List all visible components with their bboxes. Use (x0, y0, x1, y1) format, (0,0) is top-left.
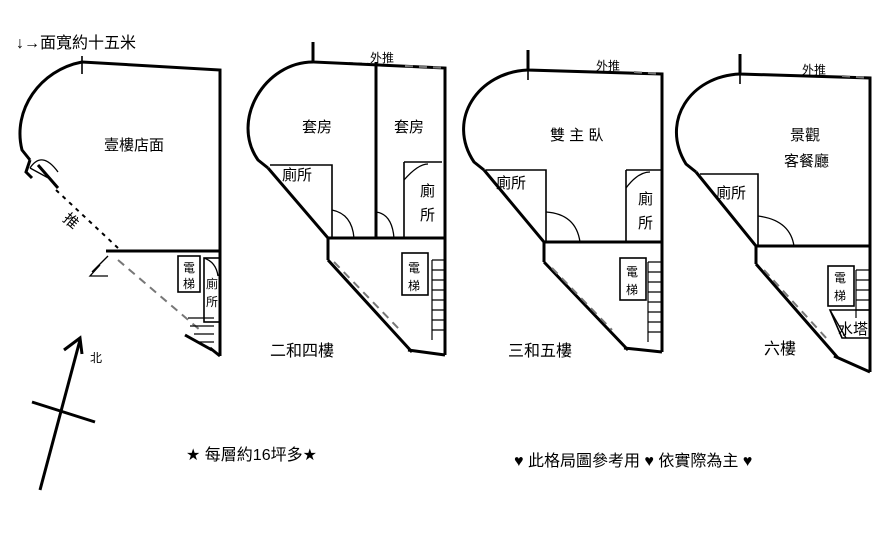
toilet-right-label-3b: 所 (638, 215, 653, 232)
elevator-label-6a: 電 (834, 271, 846, 285)
room-label-view: 景觀 (790, 127, 820, 144)
elevator-label-3a: 電 (626, 265, 638, 279)
push-label: 推 (59, 210, 81, 233)
floor-plan-1: 壹樓店面 推 電 梯 廁 所 (18, 56, 222, 358)
elevator-label-2b: 梯 (408, 279, 420, 293)
room-label-shopfront: 壹樓店面 (104, 137, 164, 154)
caption-floor-3-5: 三和五樓 (508, 342, 572, 360)
elevator-label-3b: 梯 (626, 283, 638, 297)
floor-plan-6: 外推 景觀 客餐廳 廁所 電 梯 水塔 六樓 (675, 54, 872, 374)
floor-plan-2-4: 外推 套房 套房 廁所 廁 所 電 梯 二和四樓 (246, 42, 447, 360)
toilet-left-label-2: 廁所 (282, 166, 312, 184)
toilet-label-1a: 廁 (206, 276, 218, 291)
frontage-note: ↓→面寬約十五米 (16, 34, 136, 52)
toilet-right-label-2a: 廁 (420, 182, 435, 200)
north-compass: 北 (31, 335, 102, 491)
push-out-label-3: 外推 (596, 59, 620, 73)
elevator-label-2a: 電 (408, 261, 420, 275)
area-note: ★ 每層約16坪多★ (186, 446, 317, 464)
toilet-left-label-6: 廁所 (716, 184, 746, 202)
floor-plan-3-5: 外推 雙 主 臥 廁所 廁 所 電 梯 三和五樓 (462, 50, 664, 360)
caption-floor-2-4: 二和四樓 (270, 342, 334, 360)
push-out-label-2: 外推 (370, 51, 394, 65)
room-label-living-dining: 客餐廳 (784, 152, 829, 170)
water-tower-label: 水塔 (838, 321, 868, 338)
elevator-label-1a: 電 (183, 261, 195, 275)
suite-left-label: 套房 (302, 119, 332, 136)
toilet-right-label-3a: 廁 (638, 190, 653, 208)
toilet-left-label-3: 廁所 (496, 174, 526, 192)
elevator-label-1b: 梯 (183, 277, 195, 291)
room-label-double-master: 雙 主 臥 (550, 127, 603, 144)
disclaimer-note: ♥ 此格局圖參考用 ♥ 依實際為主 ♥ (514, 451, 752, 470)
caption-floor-6: 六樓 (764, 340, 796, 358)
push-out-label-6: 外推 (802, 63, 826, 77)
toilet-label-1b: 所 (206, 295, 218, 309)
north-label: 北 (90, 351, 102, 365)
toilet-right-label-2b: 所 (420, 207, 435, 224)
elevator-label-6b: 梯 (834, 289, 846, 303)
suite-right-label: 套房 (394, 119, 424, 136)
